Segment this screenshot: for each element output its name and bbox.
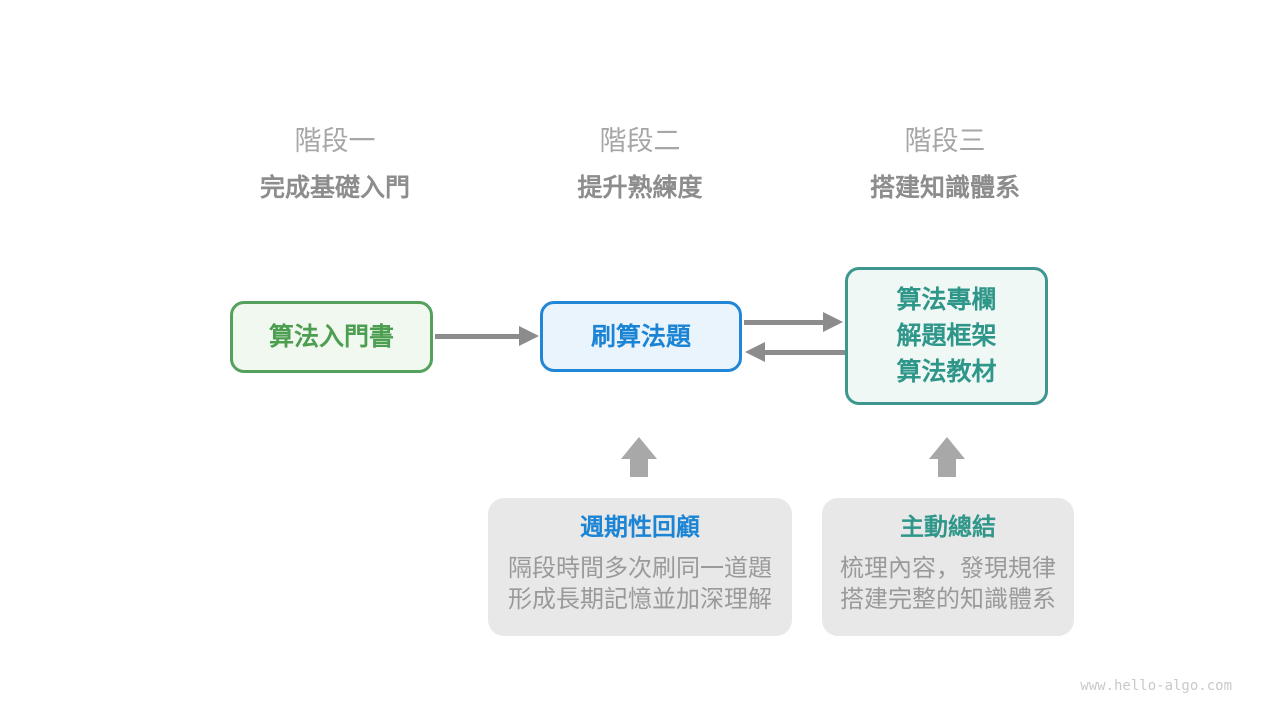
- note-body-line: 形成長期記憶並加深理解: [508, 586, 772, 613]
- stage-3-header: 階段三 搭建知識體系: [795, 124, 1095, 203]
- note-periodic-review-body: 隔段時間多次刷同一道題 形成長期記憶並加深理解: [488, 553, 792, 615]
- stage-2-title: 階段二: [599, 126, 681, 156]
- note-active-summary-title: 主動總結: [900, 514, 996, 541]
- node-intro-book-label: 算法入門書: [268, 323, 394, 351]
- stage-2-header: 階段二 提升熟練度: [490, 124, 790, 203]
- stage-1-subtitle: 完成基礎入門: [259, 174, 410, 202]
- arrow-right-line-stage2-to-stage3: [744, 320, 825, 325]
- watermark-text: www.hello-algo.com: [1080, 678, 1232, 694]
- node-practice-problems: 刷算法題: [540, 301, 742, 372]
- note-active-summary-body: 梳理內容，發現規律 搭建完整的知識體系: [822, 553, 1074, 615]
- node-advanced-resources-line-1: 算法專欄: [896, 286, 997, 314]
- stage-3-subtitle: 搭建知識體系: [869, 174, 1020, 202]
- note-periodic-review: 週期性回顧 隔段時間多次刷同一道題 形成長期記憶並加深理解: [488, 498, 792, 636]
- arrow-left-line-stage3-to-stage2: [765, 350, 845, 355]
- note-body-line: 梳理內容，發現規律: [840, 555, 1056, 582]
- stage-2-subtitle: 提升熟練度: [577, 174, 703, 202]
- arrow-up-stem: [630, 457, 648, 477]
- note-body-line: 隔段時間多次刷同一道題: [508, 555, 772, 582]
- arrow-right-line-stage1-to-stage2: [435, 334, 521, 339]
- node-advanced-resources: 算法專欄 解題框架 算法教材: [845, 267, 1048, 405]
- stage-1-header: 階段一 完成基礎入門: [185, 124, 485, 203]
- node-advanced-resources-line-3: 算法教材: [896, 358, 997, 386]
- arrow-left-icon: [745, 342, 765, 362]
- node-intro-book: 算法入門書: [230, 301, 433, 373]
- node-advanced-resources-line-2: 解題框架: [896, 322, 997, 350]
- note-body-line: 搭建完整的知識體系: [840, 586, 1056, 613]
- arrow-up-stem: [938, 457, 956, 477]
- node-practice-problems-label: 刷算法題: [590, 322, 691, 351]
- stage-1-title: 階段一: [294, 126, 376, 156]
- arrow-up-icon: [621, 437, 657, 459]
- stage-3-title: 階段三: [904, 126, 986, 156]
- arrow-right-icon: [823, 312, 843, 332]
- note-active-summary: 主動總結 梳理內容，發現規律 搭建完整的知識體系: [822, 498, 1074, 636]
- note-periodic-review-title: 週期性回顧: [580, 514, 700, 541]
- arrow-right-icon: [519, 326, 539, 346]
- arrow-up-icon: [929, 437, 965, 459]
